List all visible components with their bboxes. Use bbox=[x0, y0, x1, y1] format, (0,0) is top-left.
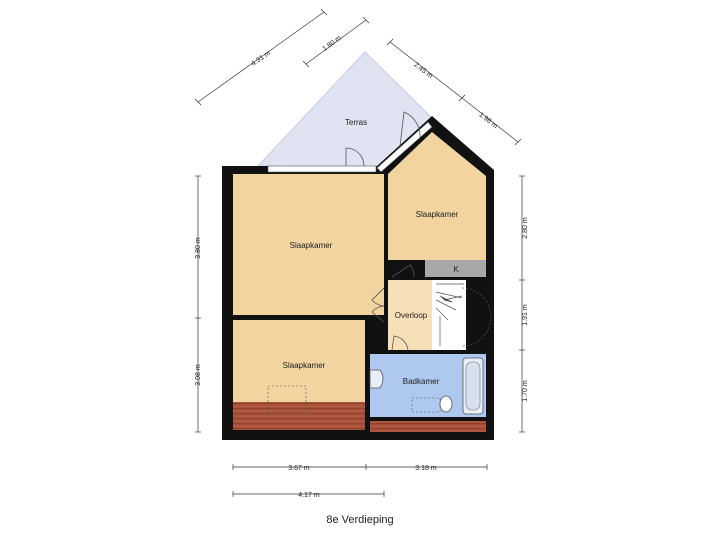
door-swing-diag bbox=[399, 111, 421, 147]
room-label-slaapkamer-lower-left: Slaapkamer bbox=[283, 361, 326, 370]
wall-h-3 bbox=[366, 417, 486, 421]
dim-top-mid: 1.80 m bbox=[321, 35, 343, 53]
window-terrace bbox=[267, 165, 377, 173]
wall-h-2 bbox=[366, 350, 486, 354]
room-label-slaapkamer-upper-right: Slaapkamer bbox=[416, 210, 459, 219]
wall-h-1 bbox=[233, 315, 384, 319]
closet bbox=[425, 260, 486, 277]
skylight-bath bbox=[411, 397, 441, 413]
dim-left-upper: 3.80 m bbox=[195, 237, 202, 259]
dim-right-lower: 1.70 m bbox=[522, 380, 529, 402]
floor-title: 8e Verdieping bbox=[326, 514, 394, 526]
dim-right-mid: 1.91 m bbox=[522, 304, 529, 326]
closet-label: K bbox=[453, 265, 459, 274]
door-swing-left2 bbox=[371, 305, 385, 323]
sink bbox=[369, 369, 384, 389]
door-swing-terrace bbox=[345, 147, 365, 167]
roof-tiles-right bbox=[370, 420, 486, 432]
dim-bottom-left: 3.67 m bbox=[288, 465, 310, 472]
wall-v-2 bbox=[365, 350, 370, 432]
room-label-overloop: Overloop bbox=[395, 311, 428, 320]
room-label-terras: Terras bbox=[345, 118, 367, 127]
bedroom-upper-right bbox=[388, 132, 486, 260]
dim-right-upper: 2.80 m bbox=[522, 217, 529, 239]
bedroom-upper-left bbox=[233, 174, 384, 316]
staircase bbox=[435, 283, 492, 347]
dim-top-right-a: 2.45 m bbox=[412, 61, 433, 80]
room-label-badkamer: Badkamer bbox=[403, 377, 440, 386]
landing-floor bbox=[388, 280, 432, 350]
wall-v-3 bbox=[466, 277, 486, 350]
door-swing-bath bbox=[391, 335, 409, 351]
dim-top-left: 4.31 m bbox=[250, 50, 272, 68]
toilet bbox=[439, 395, 453, 413]
dim-top-right-b: 1.96 m bbox=[477, 111, 498, 130]
bathtub-inner bbox=[465, 361, 481, 411]
door-swing-bedroom-right bbox=[391, 264, 415, 278]
window-diagonal bbox=[376, 121, 433, 173]
roof-tiles-left bbox=[233, 402, 365, 430]
dimension-lines bbox=[194, 8, 525, 497]
wall-h-4 bbox=[388, 277, 486, 280]
room-label-slaapkamer-upper-left: Slaapkamer bbox=[290, 241, 333, 250]
stairwell bbox=[432, 280, 466, 350]
dim-bottom-total: 4.17 m bbox=[298, 492, 320, 499]
dim-left-lower: 3.08 m bbox=[195, 364, 202, 386]
dim-bottom-right: 3.18 m bbox=[415, 465, 437, 472]
wall-v-1 bbox=[384, 166, 388, 320]
